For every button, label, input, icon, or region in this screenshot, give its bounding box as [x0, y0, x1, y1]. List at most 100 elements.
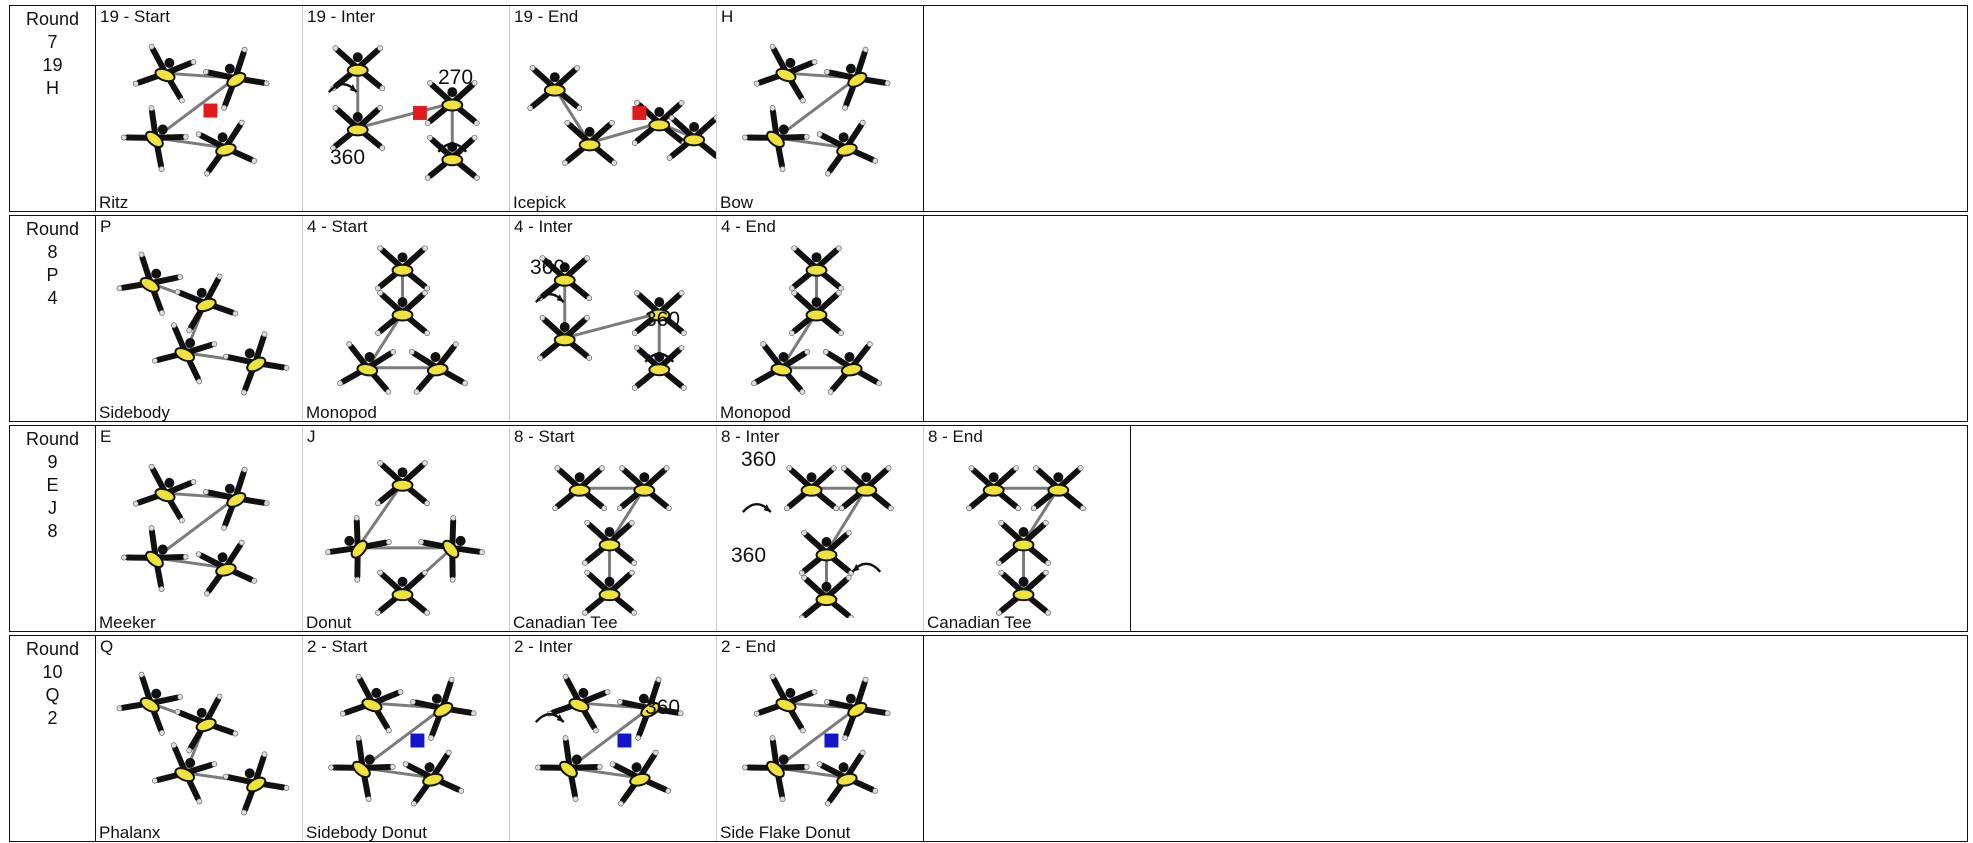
skydiver-figure-icon: [121, 463, 270, 597]
round-label-line: 8: [47, 242, 58, 262]
round-row-9: Round 9 E J 8 E Meeker J Donut 8 - Start…: [9, 425, 1968, 632]
skydiver-icon: [330, 45, 386, 92]
formation-cell: 4 - Inter 360 360: [510, 216, 717, 421]
skydiver-figure-icon: [534, 255, 687, 391]
round-row-10: Round 10 Q 2 Q Phalanx 2 - Start Sidebod…: [9, 635, 1968, 842]
formation-name: Sidebody: [99, 403, 170, 422]
formation-code: H: [721, 7, 734, 26]
formation-cell: 19 - End Icepick: [510, 6, 717, 212]
round-label-line: 19: [42, 55, 63, 75]
skydiver-icon: [799, 529, 854, 576]
key-marker-icon: [617, 733, 632, 748]
round-label-line: 7: [47, 32, 58, 52]
skydiver-figure-icon: [534, 673, 684, 807]
skydiver-figure-icon: [116, 251, 290, 396]
formation-code: 19 - Inter: [307, 7, 376, 26]
round-label-line: 2: [47, 708, 58, 728]
rotation-label: 360: [330, 146, 366, 169]
skydiver-icon: [609, 749, 672, 807]
skydiver-icon: [330, 104, 386, 151]
rotation-label: 360: [731, 544, 767, 567]
skydiver-icon: [116, 251, 183, 316]
skydiver-icon: [631, 344, 687, 391]
formation-cell: 19 - Inter 270 360: [303, 6, 510, 211]
rotation-label: 360: [645, 308, 681, 331]
formation-code: Q: [100, 637, 114, 656]
formation-cell: Q Phalanx: [96, 636, 303, 842]
round-label-line: J: [48, 498, 57, 518]
skydiver-icon: [816, 119, 879, 177]
skydiver-icon: [375, 460, 430, 507]
formation-code: 4 - End: [721, 217, 776, 236]
skydiver-icon: [195, 539, 258, 597]
skydiver-icon: [375, 569, 430, 616]
skydiver-icon: [121, 105, 189, 172]
formation-name: Icepick: [513, 193, 566, 212]
skydiver-icon: [582, 520, 637, 566]
skydiver-icon: [789, 245, 844, 292]
skydiver-icon: [410, 676, 477, 741]
skydiver-icon: [996, 520, 1051, 566]
round-label: Round 10 Q 2: [10, 636, 96, 841]
skydiver-icon: [546, 673, 611, 734]
formation-cell: H Bow: [717, 6, 924, 212]
skydiver-icon: [816, 749, 879, 807]
skydiver-icon: [753, 673, 818, 734]
skydiver-icon: [203, 466, 270, 531]
formation-name: Bow: [720, 193, 754, 212]
skydiver-icon: [325, 515, 392, 583]
skydiver-icon: [418, 515, 485, 583]
skydiver-figure-icon: [742, 673, 891, 807]
skydiver-icon: [742, 735, 810, 802]
skydiver-figure-icon: [527, 65, 716, 166]
formation-cell: P Sidebody: [96, 216, 303, 422]
formation-name: Monopod: [720, 403, 791, 422]
skydiver-figure-icon: [337, 245, 468, 395]
skydiver-icon: [537, 314, 593, 361]
skydiver-icon: [223, 751, 290, 816]
round-label: Round 8 P 4: [10, 216, 96, 421]
rotation-label: 360: [741, 448, 777, 471]
formation-cell: E Meeker: [96, 426, 303, 632]
skydiver-icon: [784, 465, 839, 512]
skydiver-figure-icon: [966, 465, 1086, 616]
skydiver-icon: [375, 290, 430, 336]
skydiver-icon: [424, 80, 480, 126]
skydiver-icon: [409, 341, 468, 395]
rotation-label: 270: [438, 66, 474, 89]
formation-cell: J Donut: [303, 426, 510, 632]
skydiver-icon: [562, 119, 618, 166]
skydiver-icon: [537, 255, 593, 302]
skydiver-icon: [753, 43, 818, 104]
formation-name: Donut: [306, 613, 352, 632]
round-label-line: 10: [42, 662, 63, 682]
round-label: Round 7 19 H: [10, 6, 96, 211]
formation-code: E: [100, 427, 112, 446]
formation-code: P: [100, 217, 112, 236]
formation-code: 2 - End: [721, 637, 776, 656]
skydiver-icon: [742, 105, 810, 172]
skydiver-icon: [996, 569, 1051, 616]
round-label-line: Round: [25, 9, 80, 29]
key-marker-icon: [632, 106, 647, 120]
key-marker-icon: [410, 733, 425, 748]
skydiver-icon: [823, 341, 882, 395]
skydiver-icon: [328, 735, 396, 802]
skydiver-figure-icon: [121, 43, 270, 177]
formation-code: 2 - Start: [307, 637, 368, 656]
formation-cell: 2 - Inter 360: [510, 636, 717, 841]
key-marker-icon: [412, 106, 427, 120]
skydiver-icon: [799, 574, 854, 618]
skydiver-icon: [203, 46, 270, 111]
skydiver-figure-icon: [116, 671, 290, 816]
formation-code: 8 - Inter: [721, 427, 780, 446]
formation-code: 19 - End: [514, 7, 579, 26]
rotation-label: 360: [530, 256, 566, 279]
formation-name: Sidebody Donut: [306, 823, 427, 842]
skydiver-icon: [552, 465, 608, 512]
skydiver-icon: [174, 693, 239, 754]
round-label-line: 8: [47, 521, 58, 541]
skydiver-figure-icon: [751, 245, 882, 395]
formation-cell: 2 - Start Sidebody Donut: [303, 636, 510, 842]
skydiver-icon: [617, 676, 684, 741]
